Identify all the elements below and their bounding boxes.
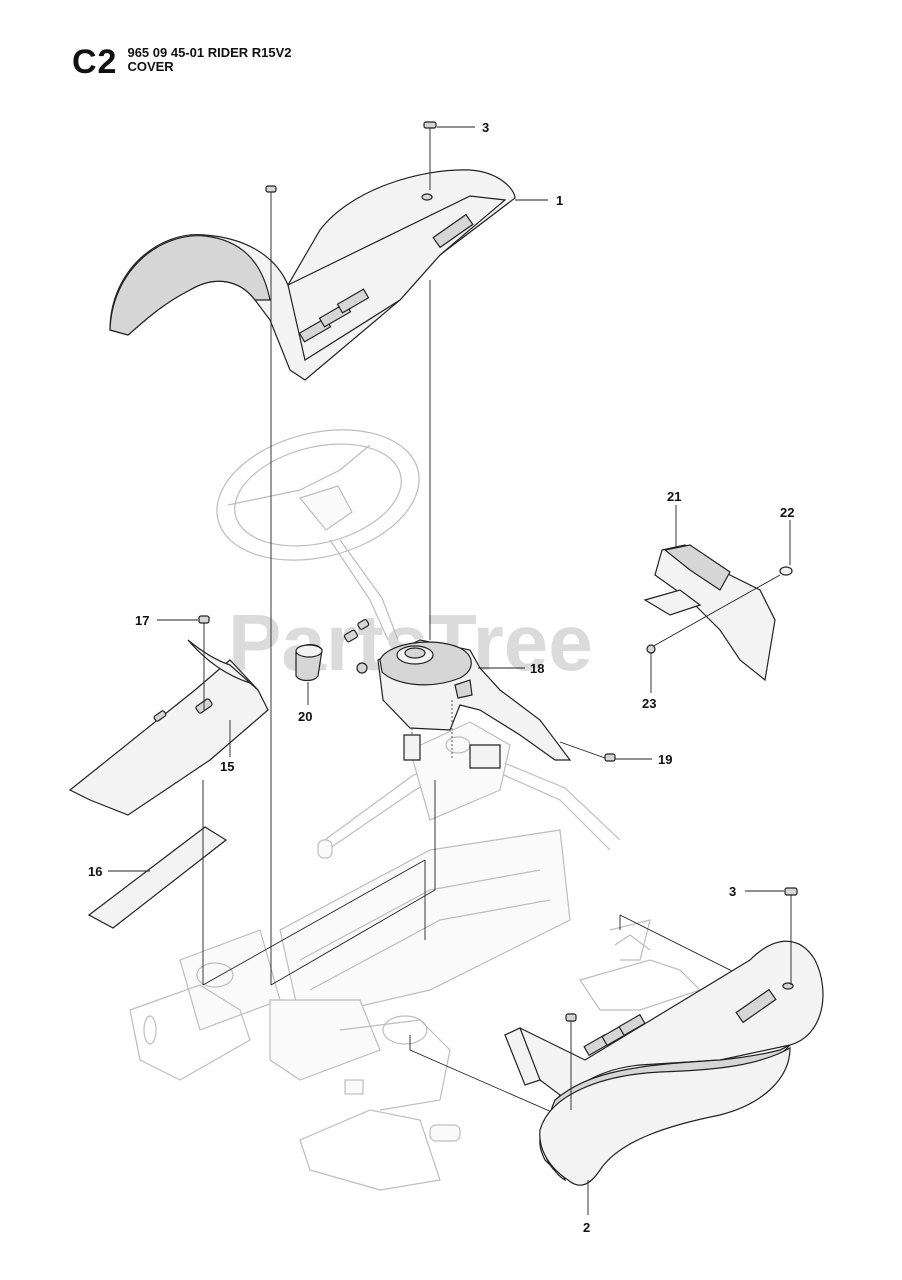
header-text: 965 09 45-01 RIDER R15V2 COVER [127,46,291,74]
callout-22[interactable]: 22 [780,505,794,520]
callout-3-top[interactable]: 3 [482,120,489,135]
section-title: COVER [127,59,174,74]
callout-1[interactable]: 1 [556,193,563,208]
diagram-header: C2 965 09 45-01 RIDER R15V2 COVER [72,44,292,80]
part-21-side-cover[interactable] [643,544,776,682]
part-16-strip[interactable] [87,826,228,929]
part-2-front-cover[interactable] [504,940,824,1186]
callout-2[interactable]: 2 [583,1220,590,1235]
model-line: 965 09 45-01 RIDER R15V2 [127,45,292,60]
part-17-screw[interactable] [157,615,210,710]
section-code: C2 [72,43,118,81]
callout-16[interactable]: 16 [88,864,102,879]
part-18-console[interactable] [377,639,572,761]
part-20-knob[interactable] [295,619,370,705]
callout-15[interactable]: 15 [220,759,234,774]
screw-top-left[interactable] [265,185,277,985]
part-3-screw-lower[interactable] [745,887,798,985]
part-1-rear-cover[interactable] [109,169,516,381]
part-22-pin[interactable] [649,520,793,649]
part-23-nut[interactable] [646,644,656,693]
callout-18[interactable]: 18 [530,661,544,676]
callout-19[interactable]: 19 [658,752,672,767]
screw-front-middle[interactable] [565,1013,577,1110]
assembly-lines [202,780,791,1121]
callout-23[interactable]: 23 [642,696,656,711]
steering-wheel-ghost [216,429,420,641]
callout-17[interactable]: 17 [135,613,149,628]
callout-21[interactable]: 21 [667,489,681,504]
callout-20[interactable]: 20 [298,709,312,724]
part-19-screw[interactable] [559,741,652,762]
part-3-screw-top[interactable] [423,121,475,190]
callout-3-lower[interactable]: 3 [729,884,736,899]
